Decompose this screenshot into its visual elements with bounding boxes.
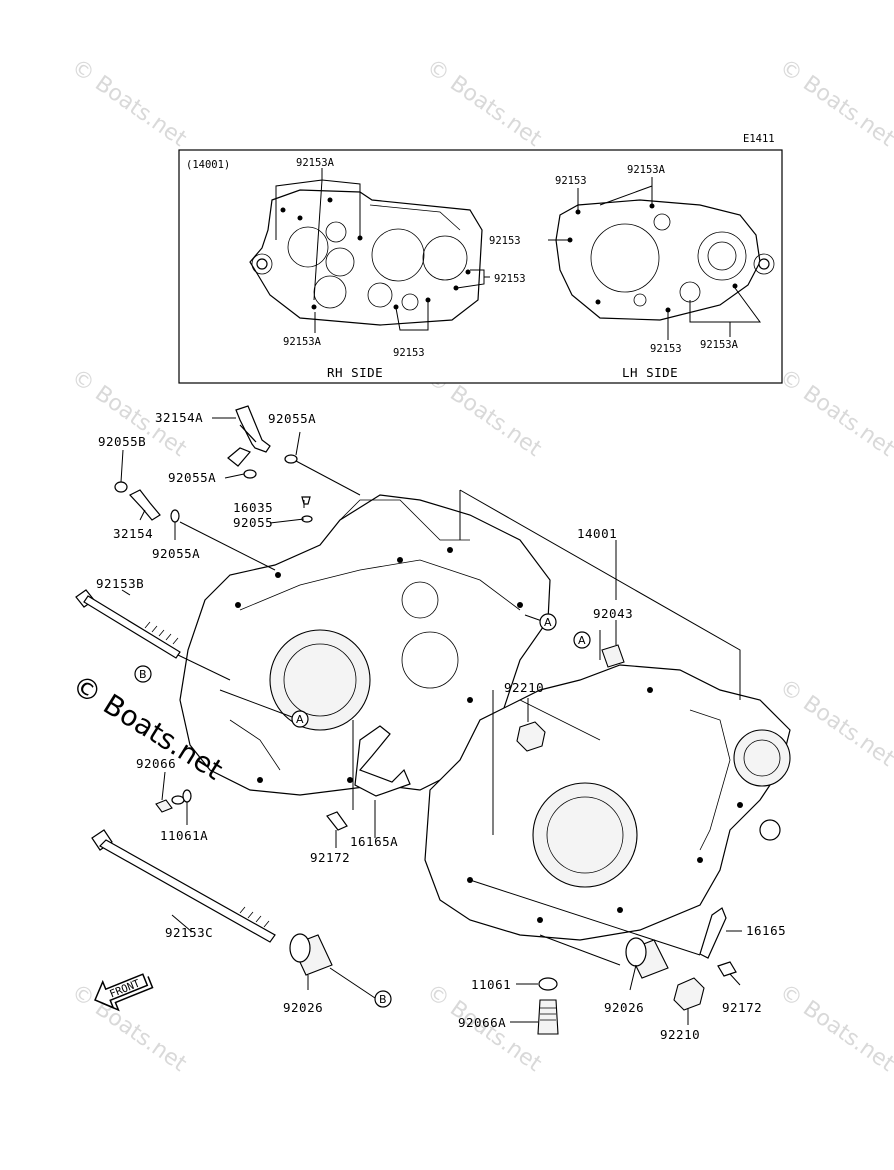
part-label: 16165 bbox=[746, 923, 786, 938]
nut bbox=[516, 721, 546, 752]
leader-lines bbox=[120, 417, 742, 1025]
part-label: 92026 bbox=[283, 1000, 323, 1015]
part-label: 92153B bbox=[96, 576, 144, 591]
callout-a-label: A bbox=[296, 713, 304, 726]
part-label: 92210 bbox=[660, 1027, 700, 1042]
inset-label: 92153 bbox=[555, 175, 587, 187]
inset-title: (14001) bbox=[186, 159, 230, 171]
dowel-pin bbox=[601, 644, 625, 668]
right-crankcase bbox=[179, 494, 551, 796]
nut bbox=[673, 977, 705, 1011]
part-label: 92172 bbox=[310, 850, 350, 865]
watermark: © Boats.net bbox=[775, 54, 894, 152]
part-label: 92043 bbox=[593, 606, 633, 621]
callout-b bbox=[134, 665, 152, 683]
callout-a-label: A bbox=[544, 616, 552, 629]
rh-side-label: RH SIDE bbox=[327, 365, 383, 380]
callout-b-label: B bbox=[139, 668, 147, 681]
plate-16165A bbox=[354, 725, 411, 797]
left-crankcase bbox=[424, 664, 791, 941]
part-label: 11061 bbox=[471, 977, 511, 992]
part-label: 92055 bbox=[233, 515, 273, 530]
callout-a bbox=[573, 631, 591, 649]
callout-b-label: B bbox=[379, 993, 387, 1006]
part-label: 92055A bbox=[168, 470, 216, 485]
part-label: 92026 bbox=[604, 1000, 644, 1015]
inset-label: 92153 bbox=[650, 343, 682, 355]
part-label: 92055B bbox=[98, 434, 146, 449]
part-label: 92153C bbox=[165, 925, 213, 940]
callout-a-label: A bbox=[578, 634, 586, 647]
callout-circles: A A A B B bbox=[134, 613, 591, 1008]
part-label: 92210 bbox=[504, 680, 544, 695]
washer-11061A bbox=[182, 789, 192, 803]
collar-end bbox=[289, 933, 311, 963]
part-label: 92172 bbox=[722, 1000, 762, 1015]
inset-label: 92153 bbox=[494, 273, 526, 285]
watermark: © Boats.net bbox=[775, 979, 894, 1077]
part-label: 11061A bbox=[160, 828, 208, 843]
watermark: © Boats.net bbox=[775, 364, 894, 462]
part-label: 16035 bbox=[233, 500, 273, 515]
drain-bolt bbox=[155, 799, 173, 813]
watermark: © Boats.net bbox=[67, 979, 192, 1077]
inset-label: 92153A bbox=[700, 339, 739, 351]
part-label: 14001 bbox=[577, 526, 617, 541]
drain-bolt-92066A bbox=[537, 999, 559, 1035]
inset-box: (14001) 92153A 92153A 92153 92153 RH SI bbox=[178, 149, 783, 384]
callout-a bbox=[539, 613, 557, 631]
inset-label: 92153A bbox=[296, 157, 335, 169]
collar-end bbox=[625, 937, 647, 967]
callout-a bbox=[291, 710, 309, 728]
part-label: 92055A bbox=[152, 546, 200, 561]
bolt-92153C bbox=[91, 829, 276, 943]
part-label: 32154A bbox=[155, 410, 203, 425]
lh-case-outline bbox=[555, 199, 775, 321]
watermark: © Boats.net bbox=[775, 674, 894, 772]
inset-label: 92153A bbox=[283, 336, 322, 348]
screw bbox=[326, 811, 348, 831]
screw bbox=[717, 961, 737, 977]
callout-b bbox=[374, 990, 392, 1008]
part-label: 92066 bbox=[136, 756, 176, 771]
washer-11061 bbox=[538, 977, 558, 991]
watermark: © Boats.net bbox=[422, 54, 547, 152]
part-label: 32154 bbox=[113, 526, 153, 541]
breather-parts bbox=[114, 405, 313, 523]
inset-label: 92153A bbox=[627, 164, 666, 176]
bolt-92153B bbox=[75, 589, 181, 659]
part-labels: 32154A 92055A 92055B 92055A 16035 92055 … bbox=[96, 410, 786, 1042]
washer bbox=[171, 795, 185, 805]
plate-16165 bbox=[699, 907, 727, 959]
watermark: © Boats.net bbox=[67, 54, 192, 152]
part-label: 16165A bbox=[350, 834, 398, 849]
part-label: 92055A bbox=[268, 411, 316, 426]
lh-side-label: LH SIDE bbox=[622, 365, 678, 380]
part-label: 92066A bbox=[458, 1015, 506, 1030]
diagram-code: E1411 bbox=[743, 133, 775, 145]
rh-case-outline bbox=[249, 189, 483, 326]
inset-label: 92153 bbox=[393, 347, 425, 359]
inset-label: 92153 bbox=[489, 235, 521, 247]
